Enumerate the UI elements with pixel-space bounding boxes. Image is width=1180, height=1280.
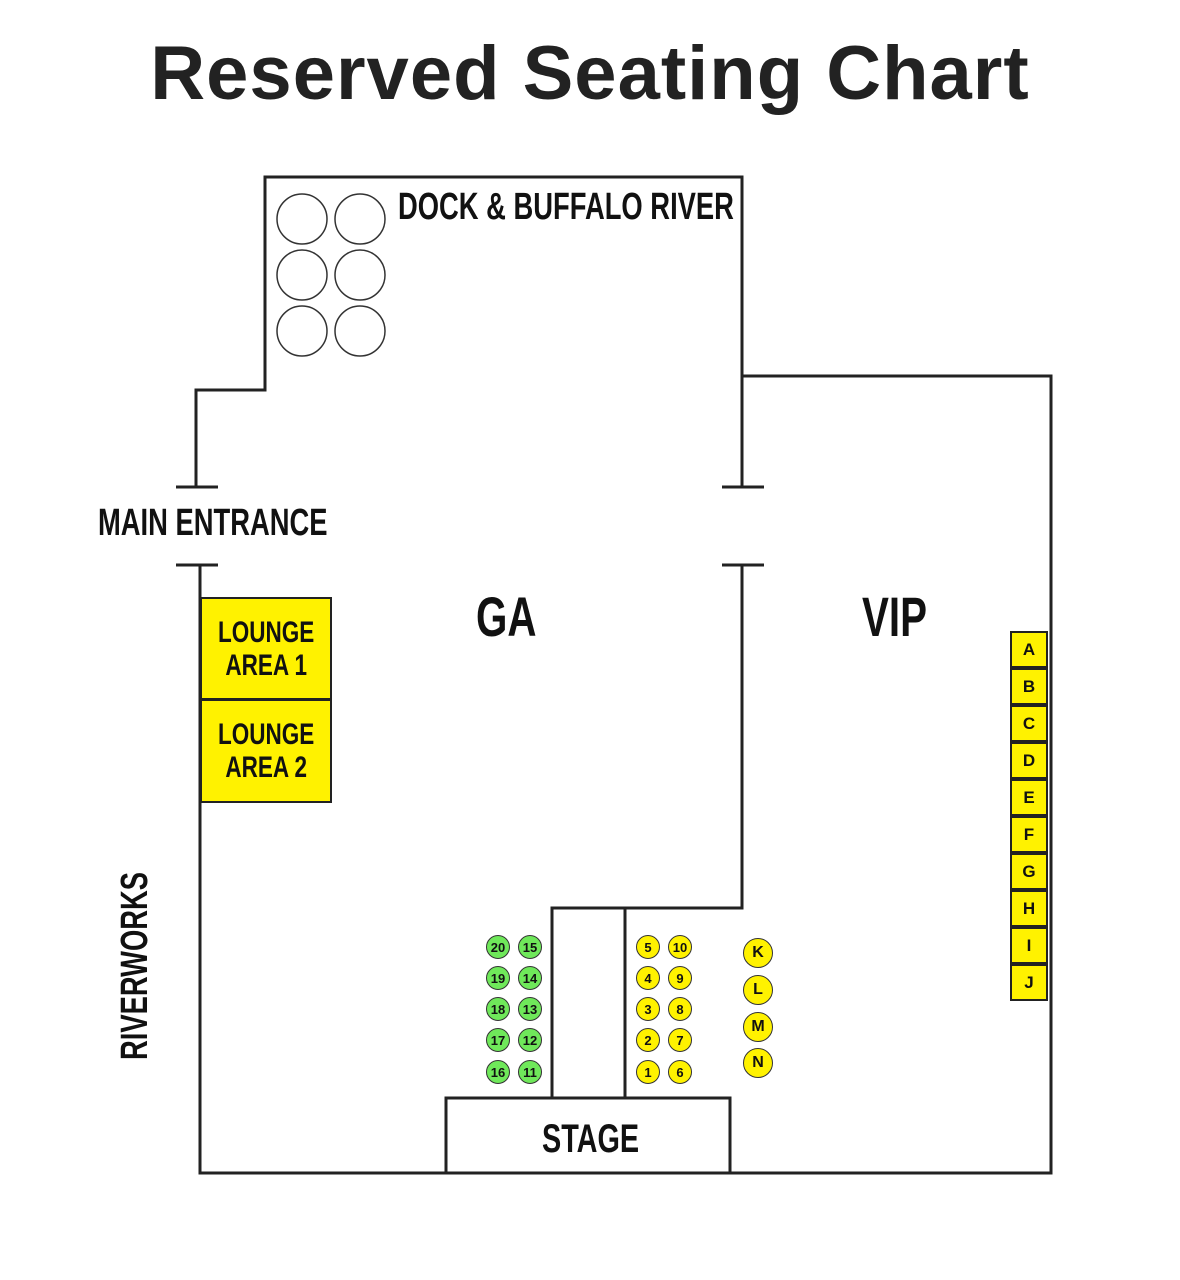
main-entrance-label: MAIN ENTRANCE: [98, 502, 328, 544]
vip-seat[interactable]: 2: [636, 1028, 660, 1052]
vip-box-seat[interactable]: H: [1010, 890, 1048, 927]
vip-seat[interactable]: 5: [636, 935, 660, 959]
vip-seat[interactable]: 1: [636, 1060, 660, 1084]
ga-vip-wall-lower: [623, 565, 744, 1098]
vip-box-seat[interactable]: J: [1010, 964, 1048, 1001]
vip-round-seat[interactable]: K: [743, 938, 773, 968]
ga-stage-wall: [550, 906, 625, 1098]
page-title: Reserved Seating Chart: [150, 31, 1030, 116]
ga-seat[interactable]: 14: [518, 966, 542, 990]
vip-seat[interactable]: 7: [668, 1028, 692, 1052]
vip-box-seat[interactable]: I: [1010, 927, 1048, 964]
vip-box-seat[interactable]: F: [1010, 816, 1048, 853]
stage-box: [444, 1096, 732, 1175]
vip-box-seat[interactable]: B: [1010, 668, 1048, 705]
ga-seat[interactable]: 13: [518, 997, 542, 1021]
ga-seat[interactable]: 15: [518, 935, 542, 959]
vip-label: VIP: [862, 585, 927, 648]
dock-table: [334, 193, 386, 245]
dock-table: [276, 193, 328, 245]
vip-box-seat[interactable]: D: [1010, 742, 1048, 779]
vip-seat[interactable]: 6: [668, 1060, 692, 1084]
vip-round-seat[interactable]: M: [743, 1012, 773, 1042]
vip-seat[interactable]: 4: [636, 966, 660, 990]
vip-seat[interactable]: 8: [668, 997, 692, 1021]
vip-seat[interactable]: 9: [668, 966, 692, 990]
stage-label: STAGE: [542, 1117, 640, 1161]
lounge-label: AREA 2: [225, 751, 307, 784]
ga-seat[interactable]: 20: [486, 935, 510, 959]
ga-seat[interactable]: 18: [486, 997, 510, 1021]
lounge-label: LOUNGE: [217, 718, 315, 751]
vip-box-seat[interactable]: A: [1010, 631, 1048, 668]
riverworks-label: RIVERWORKS: [114, 872, 156, 1060]
vip-round-seat[interactable]: L: [743, 975, 773, 1005]
ga-seat[interactable]: 17: [486, 1028, 510, 1052]
ga-seat[interactable]: 19: [486, 966, 510, 990]
dock-table: [334, 305, 386, 357]
vip-box-seat[interactable]: C: [1010, 705, 1048, 742]
dock-table: [276, 249, 328, 301]
dock-table: [276, 305, 328, 357]
lounge-label: LOUNGE: [217, 615, 315, 649]
dock-label: DOCK & BUFFALO RIVER: [398, 186, 734, 228]
lounge-label: AREA 1: [225, 648, 307, 682]
dock-tables: [276, 193, 386, 357]
vip-seat[interactable]: 3: [636, 997, 660, 1021]
ga-seat[interactable]: 11: [518, 1060, 542, 1084]
ga-label: GA: [476, 585, 537, 648]
ga-seat[interactable]: 12: [518, 1028, 542, 1052]
ga-seat[interactable]: 16: [486, 1060, 510, 1084]
vip-box-seat[interactable]: G: [1010, 853, 1048, 890]
dock-table: [334, 249, 386, 301]
vip-round-seat[interactable]: N: [743, 1048, 773, 1078]
vip-seat[interactable]: 10: [668, 935, 692, 959]
vip-box-seat[interactable]: E: [1010, 779, 1048, 816]
